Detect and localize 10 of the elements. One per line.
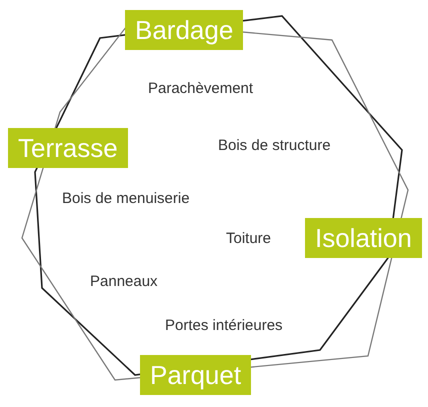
category-tag: Bardage — [125, 10, 244, 50]
product-label: Parachèvement — [148, 80, 254, 97]
product-label: Panneaux — [90, 273, 158, 290]
category-tag: Parquet — [140, 355, 252, 395]
category-tag: Terrasse — [8, 128, 128, 168]
category-tag: Isolation — [305, 218, 422, 258]
product-label: Bois de structure — [218, 137, 331, 154]
product-label: Toiture — [226, 230, 272, 247]
product-label: Bois de menuiserie — [62, 190, 190, 207]
product-label: Portes intérieures — [165, 317, 283, 334]
